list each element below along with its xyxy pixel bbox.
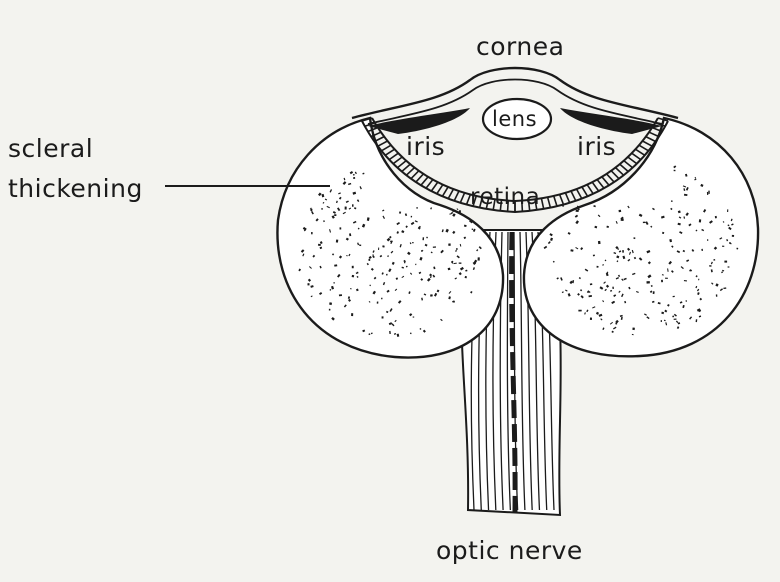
label-iris-right: iris: [577, 132, 617, 161]
label-scleral-line1: scleral: [8, 134, 94, 163]
iris-right-shape: [560, 108, 662, 134]
label-optic-nerve: optic nerve: [436, 536, 583, 565]
cornea-inner: [367, 78, 663, 125]
iris-left-shape: [368, 108, 470, 134]
cornea-outer: [351, 66, 679, 120]
label-scleral-line2: thickening: [8, 174, 143, 203]
optic-nerve-center-channel: [509, 231, 518, 513]
retina-hatching: [361, 117, 669, 212]
label-iris-left: iris: [406, 132, 446, 161]
label-lens: lens: [492, 107, 538, 131]
scleral-stipple: [298, 165, 739, 337]
label-retina: retina: [470, 184, 541, 210]
label-cornea: cornea: [476, 32, 565, 61]
lens-shape: [481, 97, 553, 141]
